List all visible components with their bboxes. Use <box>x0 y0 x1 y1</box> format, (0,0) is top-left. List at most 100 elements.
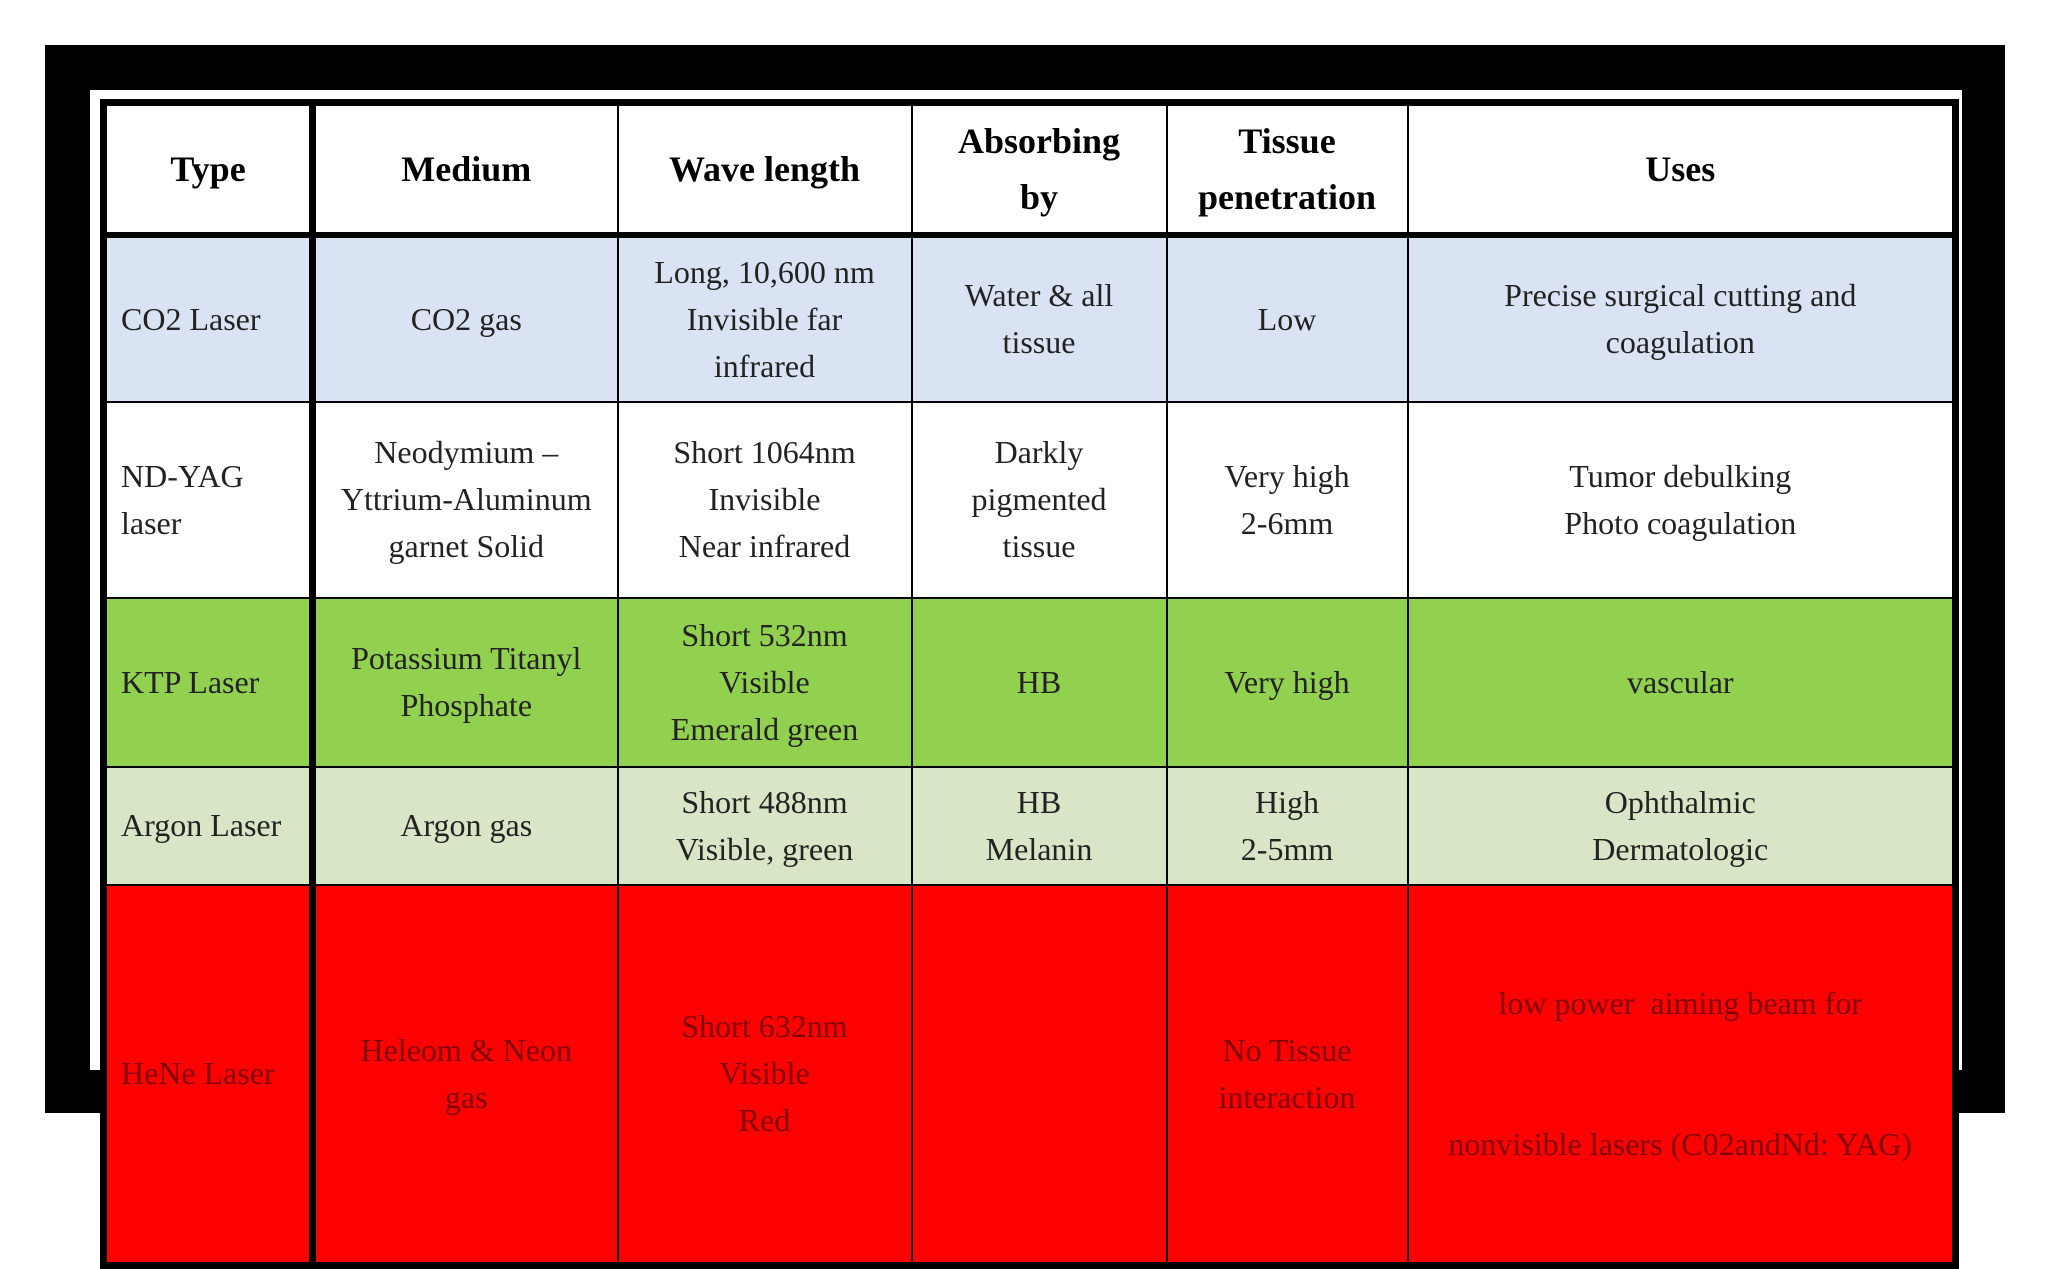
header-type: Type <box>102 101 316 238</box>
cell-line: CO2 Laser <box>121 300 261 337</box>
cell-line: Very high <box>1224 457 1350 494</box>
cell-line: low power aiming beam for <box>1498 984 1862 1021</box>
cell-line: nonvisible lasers (C02andNd: YAG) <box>1448 1125 1913 1162</box>
cell-absorbing: Water & all tissue <box>910 233 1168 403</box>
cell-line: tissue <box>1002 324 1076 360</box>
cell-line: Short 488nm <box>681 783 848 820</box>
cell-absorbing: HB Melanin <box>910 765 1168 886</box>
cell-line: Neodymium – <box>374 434 559 470</box>
cell-line: No Tissue <box>1222 1031 1352 1068</box>
cell-line: Yttrium-Aluminum <box>340 481 592 517</box>
row-argon-laser: Argon Laser Argon gas Short 488nm Visibl… <box>102 765 1957 886</box>
cell-line: Low <box>1257 300 1317 337</box>
cell-line: laser <box>121 504 182 541</box>
cell-line: Short 532nm <box>681 616 848 653</box>
cell-wavelength: Short 488nm Visible, green <box>616 765 913 886</box>
cell-line: Melanin <box>985 830 1093 867</box>
cell-line: Dermatologic <box>1592 830 1769 867</box>
cell-line: Tumor debulking <box>1569 457 1792 494</box>
header-absorbing-line: by <box>1019 176 1059 217</box>
cell-line: Emerald green <box>670 710 859 747</box>
cell-uses: Ophthalmic Dermatologic <box>1406 765 1957 886</box>
cell-medium: Argon gas <box>311 765 619 886</box>
cell-line: Invisible far <box>686 300 843 337</box>
cell-line: Long, 10,600 nm <box>654 253 875 290</box>
cell-medium: Heleom & Neon gas <box>311 883 619 1266</box>
cell-wavelength: Short 632nm Visible Red <box>616 883 913 1266</box>
header-absorbing: Absorbing by <box>910 101 1168 238</box>
cell-line: coagulation <box>1605 324 1755 360</box>
cell-line: Argon gas <box>400 807 533 843</box>
cell-wavelength: Short 532nm Visible Emerald green <box>616 596 913 768</box>
cell-line: vascular <box>1626 663 1734 700</box>
cell-type: HeNe Laser <box>102 883 316 1266</box>
cell-penetration: Low <box>1165 233 1409 403</box>
cell-line: High <box>1255 783 1319 820</box>
cell-line: HB <box>1016 663 1062 700</box>
cell-line: Near infrared <box>678 528 851 564</box>
row-nd-yag-laser: ND-YAG laser Neodymium – Yttrium-Aluminu… <box>102 400 1957 599</box>
cell-line: Very high <box>1224 663 1350 700</box>
cell-line: Potassium Titanyl <box>351 640 582 676</box>
cell-type: CO2 Laser <box>102 233 316 403</box>
cell-absorbing: Darkly pigmented tissue <box>910 400 1168 599</box>
cell-line: Visible, green <box>675 830 854 867</box>
cell-medium: Potassium Titanyl Phosphate <box>311 596 619 768</box>
header-penetration-line: Tissue <box>1238 120 1336 161</box>
cell-line: Precise surgical cutting and <box>1504 277 1857 313</box>
header-uses: Uses <box>1406 101 1957 238</box>
cell-line: Darkly <box>994 434 1084 470</box>
header-absorbing-line: Absorbing <box>957 120 1121 161</box>
cell-line: ND-YAG <box>121 457 244 494</box>
cell-wavelength: Short 1064nm Invisible Near infrared <box>616 400 913 599</box>
cell-line: Photo coagulation <box>1564 504 1797 541</box>
header-wavelength: Wave length <box>616 101 913 238</box>
cell-wavelength: Long, 10,600 nm Invisible far infrared <box>616 233 913 403</box>
cell-line: interaction <box>1218 1078 1356 1115</box>
cell-line: 2-5mm <box>1240 830 1334 867</box>
cell-line: Visible <box>719 1055 810 1091</box>
cell-line: infrared <box>713 347 816 384</box>
cell-type: KTP Laser <box>102 596 316 768</box>
cell-absorbing: HB <box>910 596 1168 768</box>
header-penetration: Tissue penetration <box>1165 101 1409 238</box>
cell-line: Argon Laser <box>121 807 282 843</box>
row-hene-laser: HeNe Laser Heleom & Neon gas Short 632nm… <box>102 883 1957 1266</box>
cell-line: KTP Laser <box>121 663 260 700</box>
cell-uses: Precise surgical cutting and coagulation <box>1406 233 1957 403</box>
header-penetration-line: penetration <box>1198 176 1376 217</box>
header-row: Type Medium Wave length Absorbing by Tis… <box>102 101 1957 238</box>
cell-penetration: No Tissue interaction <box>1165 883 1409 1266</box>
cell-line: Invisible <box>708 481 821 517</box>
row-co2-laser: CO2 Laser CO2 gas Long, 10,600 nm Invisi… <box>102 233 1957 403</box>
cell-line: Red <box>738 1102 791 1138</box>
cell-line: Visible <box>719 663 810 700</box>
cell-line: Heleom & Neon <box>360 1031 573 1068</box>
cell-line: Ophthalmic <box>1604 783 1756 820</box>
cell-uses: low power aiming beam for nonvisible las… <box>1406 883 1957 1266</box>
cell-line: gas <box>444 1078 488 1115</box>
cell-penetration: High 2-5mm <box>1165 765 1409 886</box>
cell-line: HeNe Laser <box>121 1055 275 1091</box>
cell-type: Argon Laser <box>102 765 316 886</box>
cell-line: Phosphate <box>400 687 533 723</box>
cell-line: Short 632nm <box>681 1008 848 1044</box>
cell-line: HB <box>1016 783 1062 820</box>
row-ktp-laser: KTP Laser Potassium Titanyl Phosphate Sh… <box>102 596 1957 768</box>
cell-penetration: Very high <box>1165 596 1409 768</box>
cell-medium: Neodymium – Yttrium-Aluminum garnet Soli… <box>311 400 619 599</box>
cell-uses: Tumor debulking Photo coagulation <box>1406 400 1957 599</box>
cell-line: Short 1064nm <box>673 434 856 470</box>
cell-absorbing <box>910 883 1168 1266</box>
cell-medium: CO2 gas <box>311 233 619 403</box>
cell-line: CO2 gas <box>410 300 522 337</box>
cell-line: 2-6mm <box>1240 504 1334 541</box>
cell-uses: vascular <box>1406 596 1957 768</box>
cell-penetration: Very high 2-6mm <box>1165 400 1409 599</box>
laser-comparison-table: Type Medium Wave length Absorbing by Tis… <box>100 99 1959 1269</box>
cell-line: tissue <box>1002 528 1076 564</box>
cell-line: Water & all <box>964 277 1114 313</box>
header-medium: Medium <box>311 101 619 238</box>
cell-line: garnet Solid <box>388 528 545 564</box>
cell-line: pigmented <box>971 481 1107 517</box>
